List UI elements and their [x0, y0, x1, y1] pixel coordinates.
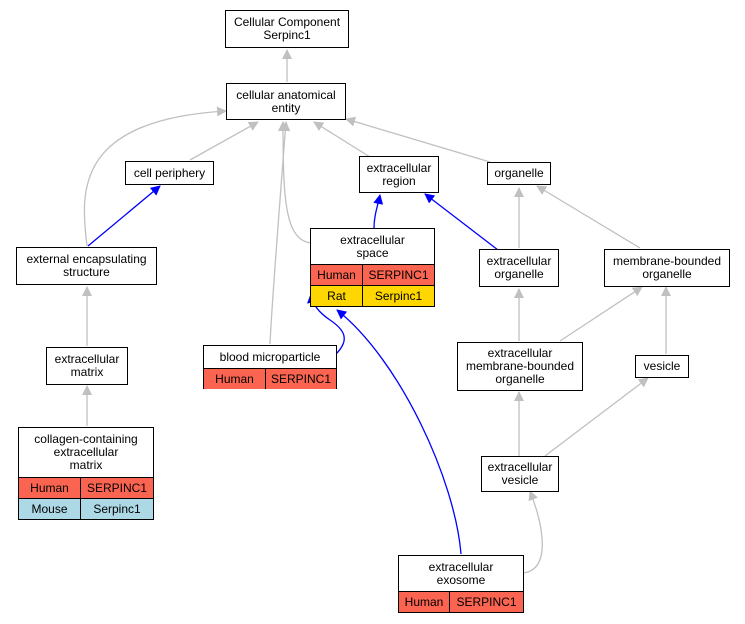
edge-ext-mem-bounded-to-mem-bounded	[559, 286, 643, 342]
node-label-line: extracellular	[340, 232, 405, 247]
node-label-line: matrix	[70, 365, 104, 379]
species-cell: Human	[399, 592, 449, 612]
node-extracellular-matrix[interactable]: extracellular matrix	[46, 347, 128, 385]
edge-ext-encap-to-periphery	[87, 185, 161, 247]
node-label-line: extracellular	[487, 460, 553, 474]
gene-cell: SERPINC1	[362, 265, 434, 285]
annotation-row-human: Human SERPINC1	[399, 591, 523, 612]
node-label-line: Cellular Component	[233, 15, 341, 29]
gene-cell: SERPINC1	[80, 478, 153, 498]
node-label-line: vesicle	[501, 473, 539, 487]
edge-ext-region-to-anatomical	[313, 121, 371, 158]
annotation-row-human: Human SERPINC1	[19, 477, 153, 498]
edge-exosome-to-ext-vesicle	[522, 490, 543, 574]
node-label-line: space	[356, 245, 389, 260]
node-label-line: extracellular	[54, 352, 120, 366]
edge-blood-micro-to-anatomical	[269, 121, 291, 345]
node-label-line: extracellular	[366, 160, 432, 175]
species-cell: Mouse	[19, 499, 80, 519]
node-label-line: collagen-containing	[34, 432, 138, 446]
node-label-line: membrane-bounded	[612, 254, 722, 268]
node-label-line: membrane-bounded	[465, 359, 575, 373]
node-vesicle[interactable]: vesicle	[635, 355, 689, 378]
edge-exosome-to-ext-space	[336, 309, 462, 555]
node-label-line: cellular anatomical	[236, 87, 336, 102]
node-label-line: extracellular	[486, 254, 552, 268]
node-extracellular-membrane-bounded-organelle[interactable]: extracellular membrane-bounded organelle	[457, 342, 583, 391]
annotation-row-human: Human SERPINC1	[204, 368, 336, 389]
node-label-line: structure	[63, 265, 110, 279]
node-label-line: external encapsulating	[26, 252, 147, 266]
species-cell: Human	[19, 478, 80, 498]
edge-ext-organelle-to-ext-region	[424, 193, 499, 251]
gene-cell: Serpinc1	[362, 286, 434, 306]
node-cellular-anatomical-entity[interactable]: cellular anatomical entity	[226, 83, 346, 120]
node-label-line: extracellular	[53, 445, 119, 459]
gene-cell: Serpinc1	[80, 499, 153, 519]
node-extracellular-organelle[interactable]: extracellular organelle	[479, 249, 559, 287]
node-label-line: vesicle	[643, 359, 681, 373]
species-cell: Human	[204, 369, 265, 389]
node-cell-periphery[interactable]: cell periphery	[125, 161, 214, 185]
annotation-row-rat: Rat Serpinc1	[311, 285, 434, 306]
node-label-line: extracellular	[487, 346, 553, 360]
species-cell: Human	[311, 265, 362, 285]
gene-cell: SERPINC1	[449, 592, 523, 612]
edge-ext-vesicle-to-vesicle	[544, 377, 649, 457]
node-label-line: extracellular	[428, 559, 494, 574]
node-label-line: entity	[271, 100, 301, 115]
node-label-line: Serpinc1	[263, 28, 311, 42]
node-label-line: organelle	[494, 166, 544, 180]
node-organelle[interactable]: organelle	[487, 162, 551, 185]
node-extracellular-vesicle[interactable]: extracellular vesicle	[481, 456, 559, 492]
node-label-line: organelle	[494, 267, 544, 281]
annotation-row-mouse: Mouse Serpinc1	[19, 498, 153, 519]
annotation-row-human: Human SERPINC1	[311, 264, 434, 285]
edge-ext-space-to-ext-region	[373, 194, 384, 229]
node-label-line: matrix	[69, 458, 103, 472]
node-extracellular-exosome[interactable]: extracellular exosome Human SERPINC1	[398, 555, 524, 613]
node-label-line: region	[382, 173, 416, 188]
node-blood-microparticle[interactable]: blood microparticle Human SERPINC1	[203, 345, 337, 389]
edge-organelle-to-anatomical	[345, 116, 491, 163]
node-label-line: organelle	[495, 372, 545, 386]
node-label-line: exosome	[436, 572, 486, 587]
node-collagen-containing-extracellular-matrix[interactable]: collagen-containing extracellular matrix…	[18, 427, 154, 520]
node-extracellular-region[interactable]: extracellular region	[359, 156, 439, 193]
edge-periphery-to-anatomical	[189, 121, 259, 161]
node-label-line: cell periphery	[133, 165, 206, 180]
node-extracellular-space[interactable]: extracellular space Human SERPINC1 Rat S…	[310, 228, 435, 307]
edge-ext-encap-to-anatomical	[83, 106, 227, 247]
node-membrane-bounded-organelle[interactable]: membrane-bounded organelle	[604, 249, 730, 287]
node-label-line: blood microparticle	[219, 349, 321, 364]
species-cell: Rat	[311, 286, 362, 306]
node-label-line: organelle	[642, 267, 692, 281]
node-cellular-component-root[interactable]: Cellular Component Serpinc1	[225, 10, 349, 48]
edge-mem-bounded-to-organelle	[536, 185, 641, 249]
gene-cell: SERPINC1	[265, 369, 336, 389]
node-external-encapsulating-structure[interactable]: external encapsulating structure	[16, 247, 157, 285]
edge-ext-space-to-anatomical	[278, 121, 312, 244]
